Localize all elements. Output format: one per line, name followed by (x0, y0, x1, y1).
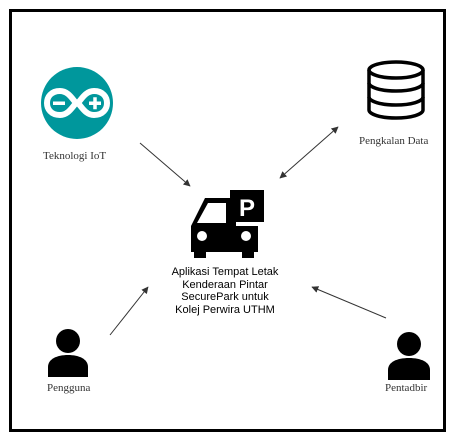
database-label: Pengkalan Data (359, 135, 429, 147)
admin-user-icon (388, 332, 430, 380)
diagram-frame (9, 9, 446, 432)
user-label: Pengguna (47, 382, 91, 394)
app-title: Aplikasi Tempat Letak Kenderaan Pintar S… (150, 266, 300, 316)
arrow-database-app-bidirectional (279, 126, 339, 179)
app-title-line: Aplikasi Tempat Letak (171, 266, 279, 278)
parking-sign-letter: P (239, 195, 255, 222)
database-icon (367, 60, 425, 120)
iot-label: Teknologi IoT (43, 150, 107, 162)
user-icon (48, 329, 88, 377)
arrow-admin-to-app (311, 286, 387, 319)
app-title-line: SecurePark untuk (181, 291, 269, 303)
app-title-line: Kenderaan Pintar (182, 278, 268, 291)
arduino-logo-icon (41, 67, 113, 139)
arrow-iot-to-app (139, 142, 191, 187)
parking-car-icon: P (191, 190, 264, 258)
admin-label: Pentadbir (385, 382, 428, 394)
app-title-line: Kolej Perwira UTHM (175, 303, 275, 316)
arrow-user-to-app (109, 286, 149, 336)
